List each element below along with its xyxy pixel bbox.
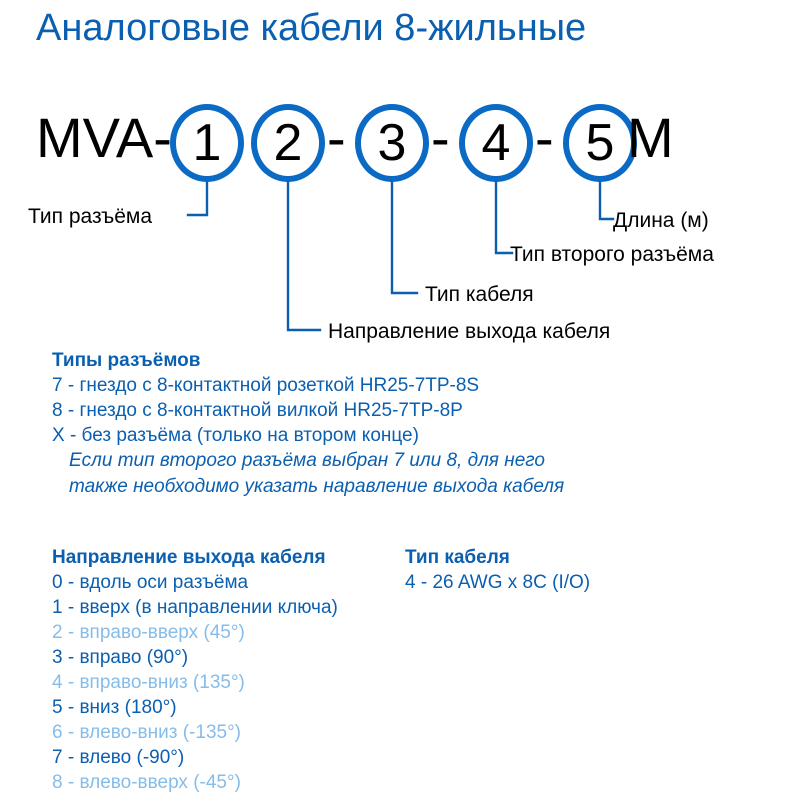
part-number-field-1[interactable]: 1 xyxy=(170,104,244,182)
part-number-digit-1: 1 xyxy=(192,114,222,172)
part-number-digit-5: 5 xyxy=(585,114,615,172)
connector-types-item: 7 - гнездо с 8-контактной розеткой HR25-… xyxy=(52,375,480,396)
cable-direction-option: 1 - вверх (в направлении ключа) xyxy=(52,597,338,618)
part-number-field-3[interactable]: 3 xyxy=(355,104,429,182)
cable-direction-option: 7 - влево (-90°) xyxy=(52,747,185,768)
part-number-diagram: MVA- 1 2 - 3 - 4 - 5 M xyxy=(0,100,800,190)
leader-line-2 xyxy=(286,180,322,332)
connector-types-note-line: Если тип второго разъёма выбран 7 или 8,… xyxy=(69,450,545,471)
cable-direction-option: 5 - вниз (180°) xyxy=(52,697,177,718)
connector-types-block: Типы разъёмов 7 - гнездо с 8-контактной … xyxy=(52,348,564,500)
part-number-suffix: M xyxy=(627,106,674,169)
cable-direction-option: 4 - вправо-вниз (135°) xyxy=(52,672,245,693)
callout-label-second-connector-type: Тип второго разъёма xyxy=(510,243,714,266)
part-number-digit-3: 3 xyxy=(377,114,407,172)
cable-direction-option: 0 - вдоль оси разъёма xyxy=(52,572,249,593)
callout-label-length: Длина (м) xyxy=(613,209,709,232)
part-number-field-4[interactable]: 4 xyxy=(459,104,533,182)
callout-label-cable-direction: Направление выхода кабеля xyxy=(328,320,611,343)
cable-direction-option: 3 - вправо (90°) xyxy=(52,647,189,668)
part-number-prefix: MVA- xyxy=(36,106,172,169)
part-number-separator-1: - xyxy=(327,106,346,169)
connector-types-title: Типы разъёмов xyxy=(52,350,201,371)
part-number-separator-2: - xyxy=(431,106,450,169)
callout-label-cable-type: Тип кабеля xyxy=(425,283,534,306)
part-number-field-5[interactable]: 5 xyxy=(563,104,637,182)
cable-direction-option: 8 - влево-вверх (-45°) xyxy=(52,772,241,793)
cable-type-title: Тип кабеля xyxy=(405,547,510,568)
cable-type-option: 4 - 26 AWG x 8C (I/O) xyxy=(405,572,591,593)
part-number-field-2[interactable]: 2 xyxy=(251,104,325,182)
cable-direction-option: 6 - влево-вниз (-135°) xyxy=(52,722,242,743)
part-number-digit-2: 2 xyxy=(273,114,303,172)
part-number-separator-3: - xyxy=(535,106,554,169)
connector-types-item: X - без разъёма (только на втором конце) xyxy=(52,425,419,446)
cable-direction-title: Направление выхода кабеля xyxy=(52,547,326,568)
page-title: Аналоговые кабели 8-жильные xyxy=(36,7,587,49)
leader-line-3 xyxy=(390,180,419,295)
connector-types-note-line: также необходимо указать наравление выхо… xyxy=(69,476,565,497)
cable-type-block: Тип кабеля 4 - 26 AWG x 8C (I/O) xyxy=(405,545,590,595)
callout-label-connector-type: Тип разъёма xyxy=(28,205,153,228)
connector-types-item: 8 - гнездо с 8-контактной вилкой HR25-7T… xyxy=(52,400,463,421)
cable-direction-block: Направление выхода кабеля 0 - вдоль оси … xyxy=(52,545,338,795)
cable-direction-option: 2 - вправо-вверх (45°) xyxy=(52,622,245,643)
part-number-digit-4: 4 xyxy=(481,114,511,172)
